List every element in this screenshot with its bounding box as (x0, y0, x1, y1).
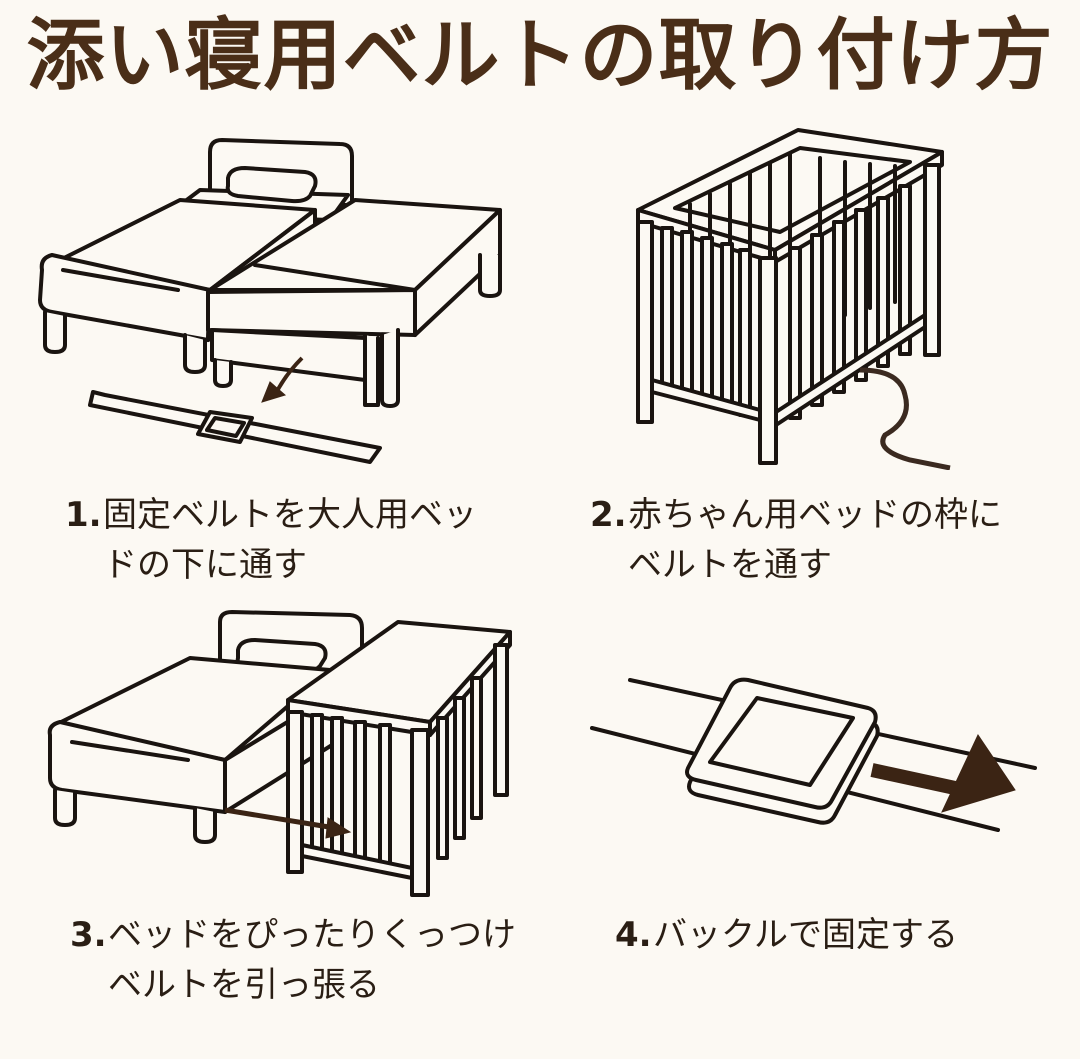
step-number: 2. (590, 495, 627, 535)
step-4-caption: 4.バックルで固定する (615, 910, 958, 960)
buckle-fasten-icon (590, 677, 1037, 832)
step-text-line1: 赤ちゃん用ベッドの枠に (628, 495, 1002, 535)
crib-belt-through-frame-icon (636, 128, 951, 470)
step-text-line2: ドの下に通す (103, 545, 307, 585)
step-2-illustration (620, 120, 960, 470)
step-number: 1. (65, 495, 102, 535)
step-1-caption: 1.固定ベルトを大人用ベッ ドの下に通す (65, 490, 477, 590)
step-3-illustration (40, 600, 530, 900)
step-2-caption: 2.赤ちゃん用ベッドの枠に ベルトを通す (590, 490, 1002, 590)
step-text-line2: ベルトを通す (628, 545, 832, 585)
step-text-line1: ベッドをぴったりくっつけ (108, 915, 516, 955)
step-4-illustration (580, 650, 1050, 860)
step-3-caption: 3.ベッドをぴったりくっつけ ベルトを引っ張る (70, 910, 516, 1010)
step-1-illustration (30, 130, 520, 470)
two-beds-belt-under-icon (38, 138, 502, 464)
step-text-line2: ベルトを引っ張る (108, 965, 380, 1005)
step-text-line1: バックルで固定する (653, 915, 958, 955)
step-text-line1: 固定ベルトを大人用ベッ (103, 495, 477, 535)
step-number: 4. (615, 915, 652, 955)
step-number: 3. (70, 915, 107, 955)
bed-and-crib-pull-belt-icon (47, 610, 512, 897)
page-title: 添い寝用ベルトの取り付け方 (26, 11, 1054, 101)
